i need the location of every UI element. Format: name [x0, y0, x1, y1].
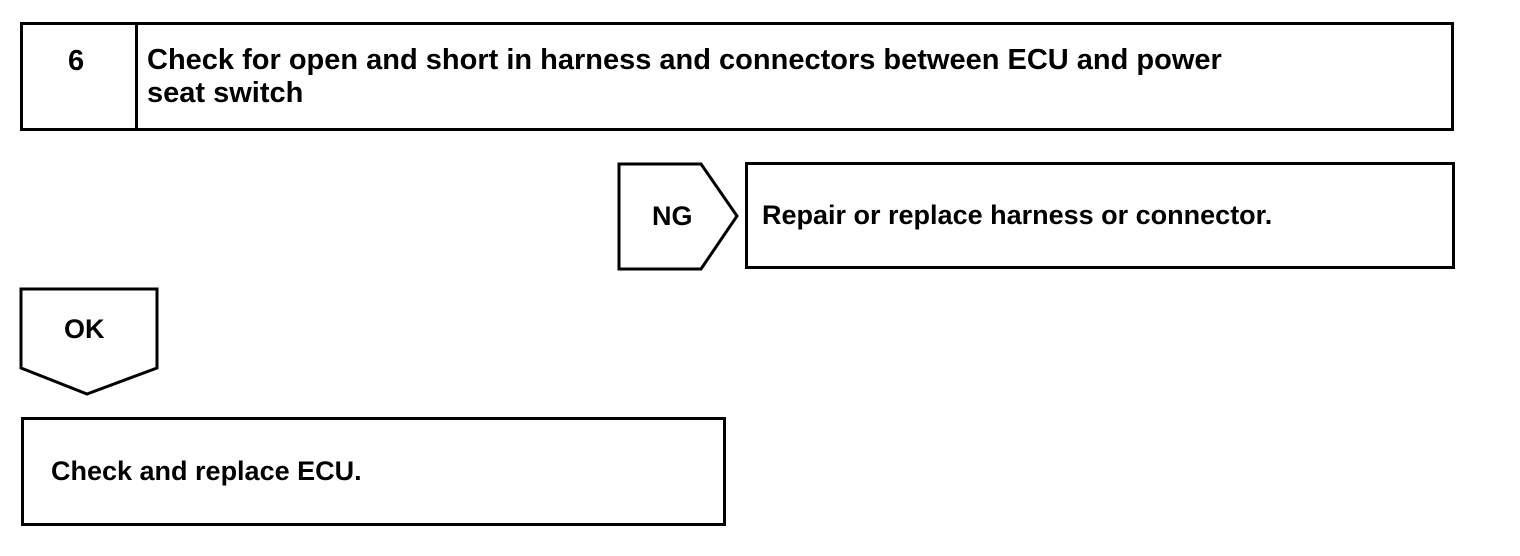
ok-action-box — [21, 417, 726, 526]
step-title-line-1: Check for open and short in harness and … — [147, 44, 1222, 76]
ok-action-text: Check and replace ECU. — [51, 456, 362, 486]
step-number: 6 — [68, 45, 85, 77]
ok-label: OK — [64, 314, 105, 344]
step-number-divider — [135, 25, 138, 128]
ng-action-box — [745, 162, 1455, 269]
ng-action-text: Repair or replace harness or connector. — [762, 200, 1273, 230]
step-title-line-2: seat switch — [147, 77, 304, 109]
step-header-box — [20, 22, 1454, 131]
ng-label: NG — [652, 201, 693, 231]
